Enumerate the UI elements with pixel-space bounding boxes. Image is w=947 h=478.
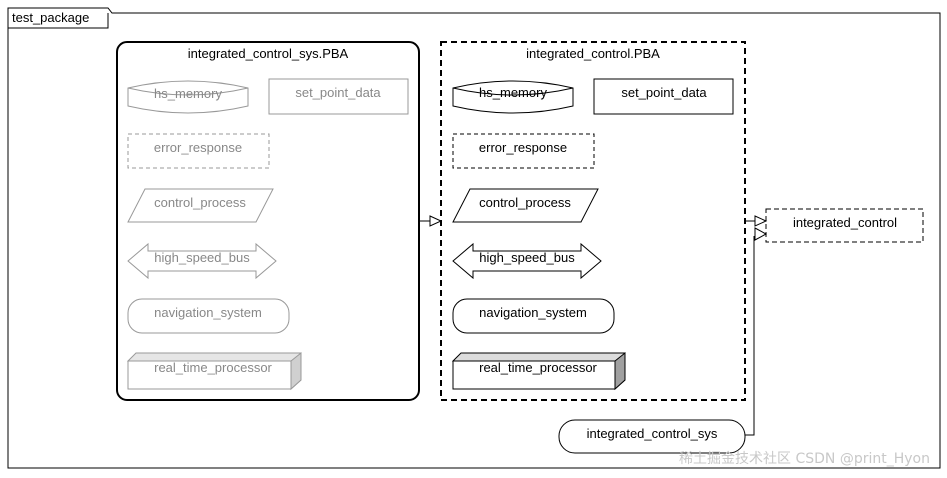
high-speed-bus-label: high_speed_bus — [154, 250, 250, 265]
left-navigation-system[interactable]: navigation_system — [127, 298, 290, 334]
navigation-system-label: navigation_system — [479, 305, 587, 320]
left-hs-memory[interactable]: hs_memory — [127, 80, 249, 114]
connector-right-to-integrated-control — [745, 215, 768, 227]
integrated-control-sys-node[interactable]: integrated_control_sys — [558, 419, 746, 454]
control-process-label: control_process — [154, 195, 246, 210]
hs-memory-label: hs_memory — [479, 85, 547, 100]
integrated-control-label: integrated_control — [793, 215, 897, 230]
set-point-data-label: set_point_data — [621, 85, 707, 100]
navigation-system-label: navigation_system — [154, 305, 262, 320]
connector-left-to-right — [419, 215, 443, 227]
error-response-label: error_response — [154, 140, 242, 155]
connector-sys-to-integrated-control — [745, 227, 768, 436]
hs-memory-label: hs_memory — [154, 86, 222, 101]
integrated-control-sys-label: integrated_control_sys — [587, 426, 718, 441]
control-process-label: control_process — [479, 195, 571, 210]
right-navigation-system[interactable]: navigation_system — [452, 298, 615, 334]
real-time-processor-label: real_time_processor — [154, 360, 272, 375]
left-set-point-data[interactable]: set_point_data — [268, 78, 409, 115]
right-high-speed-bus[interactable]: high_speed_bus — [452, 242, 602, 280]
right-control-process[interactable]: control_process — [452, 188, 599, 223]
block-integrated-control-sys-pba[interactable]: integrated_control_sys.PBA hs_memory set… — [116, 41, 420, 401]
right-set-point-data[interactable]: set_point_data — [593, 78, 734, 115]
left-high-speed-bus[interactable]: high_speed_bus — [127, 242, 277, 280]
right-error-response[interactable]: error_response — [452, 133, 595, 169]
real-time-processor-label: real_time_processor — [479, 360, 597, 375]
right-real-time-processor[interactable]: real_time_processor — [451, 351, 626, 391]
block-integrated-control-pba[interactable]: integrated_control.PBA hs_memory set_poi… — [440, 41, 746, 401]
package-name: test_package — [12, 10, 89, 25]
left-control-process[interactable]: control_process — [127, 188, 274, 223]
left-real-time-processor[interactable]: real_time_processor — [126, 351, 302, 391]
set-point-data-label: set_point_data — [295, 85, 381, 100]
high-speed-bus-label: high_speed_bus — [479, 250, 575, 265]
block-title: integrated_control.PBA — [526, 46, 660, 61]
watermark: 稀土掘金技术社区 CSDN @print_Hyon — [679, 451, 930, 467]
block-title: integrated_control_sys.PBA — [188, 46, 349, 61]
left-error-response[interactable]: error_response — [127, 133, 270, 169]
integrated-control-node[interactable]: integrated_control — [765, 208, 924, 243]
error-response-label: error_response — [479, 140, 567, 155]
right-hs-memory[interactable]: hs_memory — [452, 80, 574, 114]
